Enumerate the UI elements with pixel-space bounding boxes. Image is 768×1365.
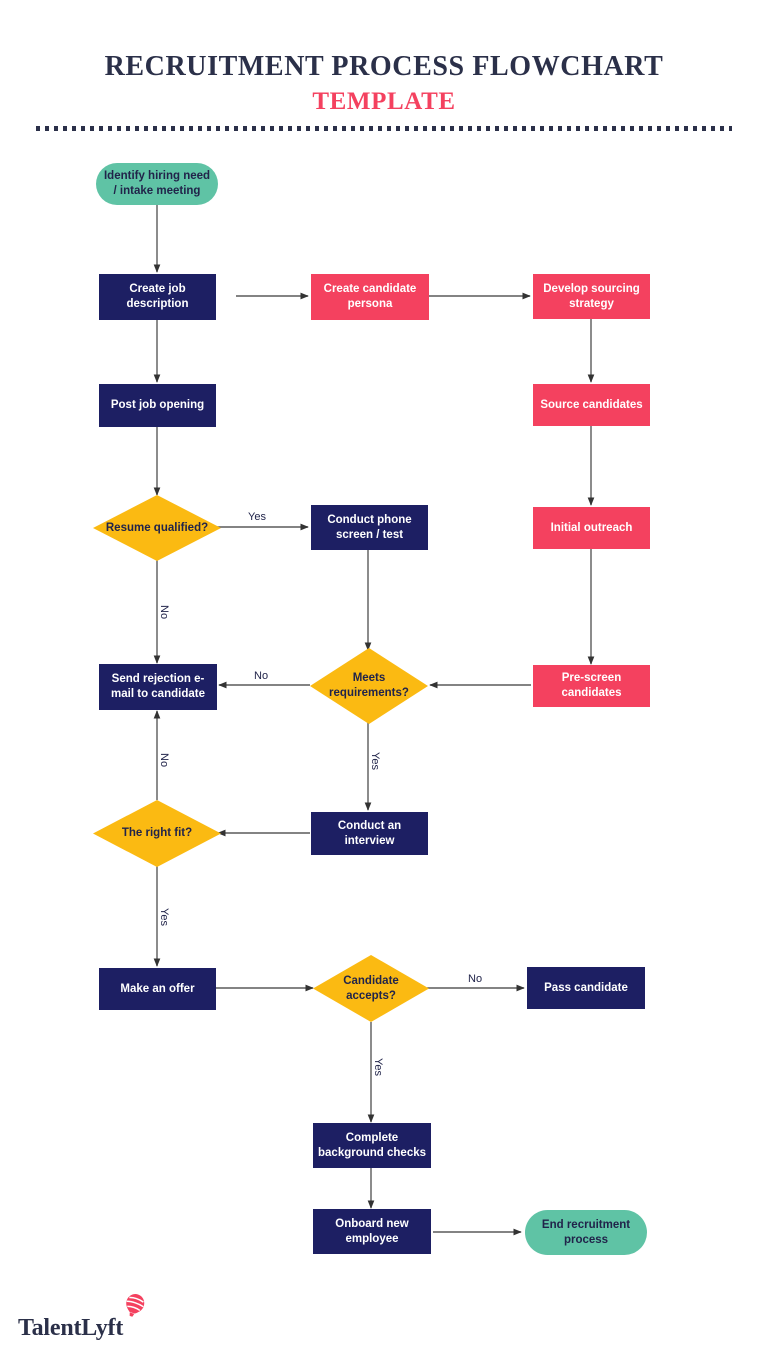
node-label: Develop sourcing strategy <box>543 282 640 310</box>
node-conduct-an-interview[interactable]: Conduct an interview <box>311 812 428 855</box>
node-label: Complete background checks <box>318 1131 427 1159</box>
node-label: Make an offer <box>120 982 195 995</box>
title-line-2: TEMPLATE <box>312 88 456 116</box>
node-label: Create job description <box>126 283 189 310</box>
node-start[interactable]: Identify hiring need / intake meeting <box>96 163 218 205</box>
node-meets-requirements[interactable]: Meets requirements? <box>310 648 428 724</box>
node-create-job-description[interactable]: Create job description <box>99 274 216 320</box>
node-label: Identify hiring need / intake meeting <box>103 170 211 197</box>
node-label: Resume qualified? <box>105 521 209 534</box>
node-onboard-new-employee[interactable]: Onboard new employee <box>313 1209 431 1254</box>
node-send-rejection-email[interactable]: Send rejection e-mail to candidate <box>99 664 217 710</box>
edge-label-fit-no: No <box>158 753 170 768</box>
node-label: Create candidate persona <box>323 283 417 310</box>
node-label: Conduct an interview <box>337 819 402 847</box>
node-label: Meets requirements? <box>329 672 409 699</box>
node-label: Pre-screen candidates <box>561 672 622 699</box>
node-label: Candidate accepts? <box>343 974 399 1002</box>
node-label: Onboard new employee <box>335 1217 409 1245</box>
node-end[interactable]: End recruitment process <box>525 1210 647 1255</box>
node-label: The right fit? <box>121 827 193 840</box>
node-conduct-phone-screen[interactable]: Conduct phone screen / test <box>311 505 428 550</box>
node-pass-candidate[interactable]: Pass candidate <box>527 967 645 1009</box>
node-initial-outreach[interactable]: Initial outreach <box>533 507 650 549</box>
node-candidate-accepts[interactable]: Candidate accepts? <box>313 955 429 1022</box>
node-label: Send rejection e-mail to candidate <box>111 673 205 700</box>
dotted-divider <box>36 126 732 131</box>
node-the-right-fit[interactable]: The right fit? <box>93 800 221 867</box>
node-label: Pass candidate <box>544 981 628 994</box>
node-create-candidate-persona[interactable]: Create candidate persona <box>311 274 429 320</box>
node-label: Post job opening <box>110 399 205 412</box>
node-resume-qualified[interactable]: Resume qualified? <box>93 495 221 561</box>
edge-label-meets-no: No <box>254 670 269 682</box>
edge-label-resume-yes: Yes <box>248 511 266 523</box>
node-source-candidates[interactable]: Source candidates <box>533 384 650 426</box>
edge-label-accepts-yes: Yes <box>372 1058 384 1076</box>
node-complete-background-checks[interactable]: Complete background checks <box>313 1123 431 1168</box>
node-label: Initial outreach <box>550 521 633 534</box>
edge-label-fit-yes: Yes <box>158 908 170 926</box>
edge-label-resume-no: No <box>158 605 170 620</box>
edge-label-meets-yes: Yes <box>369 752 381 770</box>
node-develop-sourcing-strategy[interactable]: Develop sourcing strategy <box>533 274 650 319</box>
node-label: End recruitment process <box>541 1218 631 1246</box>
hot-air-balloon-icon <box>124 1293 146 1328</box>
talentlyft-logo[interactable]: TalentLyft <box>18 1294 147 1341</box>
node-label: Conduct phone screen / test <box>327 513 412 541</box>
edge-label-accepts-no: No <box>468 973 483 985</box>
page-title: RECRUITMENT PROCESS FLOWCHART TEMPLATE <box>0 52 768 116</box>
node-label: Source candidates <box>540 398 643 411</box>
node-pre-screen-candidates[interactable]: Pre-screen candidates <box>533 665 650 707</box>
node-make-an-offer[interactable]: Make an offer <box>99 968 216 1010</box>
logo-wordmark: TalentLyft <box>18 1315 124 1341</box>
node-post-job-opening[interactable]: Post job opening <box>99 384 216 427</box>
title-line-1: RECRUITMENT PROCESS FLOWCHART <box>104 51 664 82</box>
